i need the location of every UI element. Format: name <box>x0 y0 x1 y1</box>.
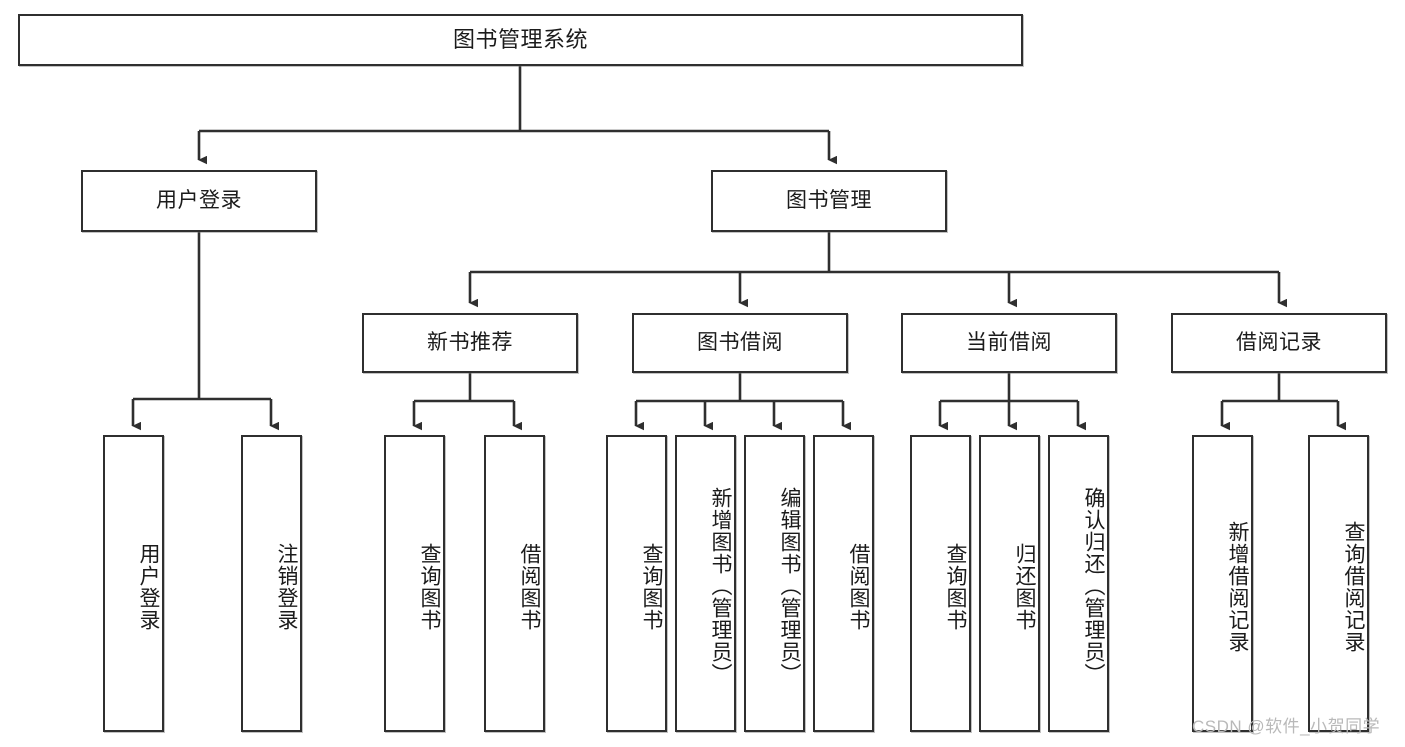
node-label: 借阅图书 <box>847 542 870 631</box>
node-label: 用户登录 <box>137 542 160 631</box>
leaf-edit-book-admin[interactable]: 编辑图书（管理员） <box>744 435 805 732</box>
leaf-add-book-admin[interactable]: 新增图书（管理员） <box>675 435 736 732</box>
node-current-borrow[interactable]: 当前借阅 <box>901 313 1117 373</box>
node-new-book-recommend[interactable]: 新书推荐 <box>362 313 578 373</box>
node-label: 图书管理 <box>786 189 872 213</box>
node-root-book-management-system[interactable]: 图书管理系统 <box>18 14 1023 66</box>
node-label: 查询图书 <box>944 542 967 631</box>
leaf-query-borrow-record[interactable]: 查询借阅记录 <box>1308 435 1369 732</box>
node-borrow-record[interactable]: 借阅记录 <box>1171 313 1387 373</box>
node-label: 查询图书 <box>640 542 663 631</box>
node-label: 注销登录 <box>275 542 298 631</box>
node-label: 新增图书（管理员） <box>709 486 732 685</box>
node-label: 编辑图书（管理员） <box>778 486 801 685</box>
node-book-borrow[interactable]: 图书借阅 <box>632 313 848 373</box>
leaf-borrow-book-recommend[interactable]: 借阅图书 <box>484 435 545 732</box>
leaf-borrow-book[interactable]: 借阅图书 <box>813 435 874 732</box>
node-label: 查询图书 <box>418 542 441 631</box>
leaf-user-login[interactable]: 用户登录 <box>103 435 164 732</box>
leaf-query-book-recommend[interactable]: 查询图书 <box>384 435 445 732</box>
leaf-confirm-return-admin[interactable]: 确认归还（管理员） <box>1048 435 1109 732</box>
node-label: 用户登录 <box>156 189 242 213</box>
node-label: 图书借阅 <box>697 331 783 355</box>
node-user-login[interactable]: 用户登录 <box>81 170 317 232</box>
leaf-add-borrow-record[interactable]: 新增借阅记录 <box>1192 435 1253 732</box>
csdn-watermark: CSDN @软件_小贺同学 <box>1192 717 1381 736</box>
node-label: 归还图书 <box>1013 542 1036 631</box>
node-book-management[interactable]: 图书管理 <box>711 170 947 232</box>
node-label: 新增借阅记录 <box>1226 520 1249 653</box>
node-label: 确认归还（管理员） <box>1082 486 1105 685</box>
node-label: 借阅图书 <box>518 542 541 631</box>
node-label: 新书推荐 <box>427 331 513 355</box>
leaf-query-book-current[interactable]: 查询图书 <box>910 435 971 732</box>
leaf-return-book[interactable]: 归还图书 <box>979 435 1040 732</box>
node-label: 当前借阅 <box>966 331 1052 355</box>
leaf-logout-login[interactable]: 注销登录 <box>241 435 302 732</box>
node-label: 查询借阅记录 <box>1342 520 1365 653</box>
node-label: 借阅记录 <box>1236 331 1322 355</box>
leaf-query-book-borrow[interactable]: 查询图书 <box>606 435 667 732</box>
node-label: 图书管理系统 <box>452 26 588 52</box>
